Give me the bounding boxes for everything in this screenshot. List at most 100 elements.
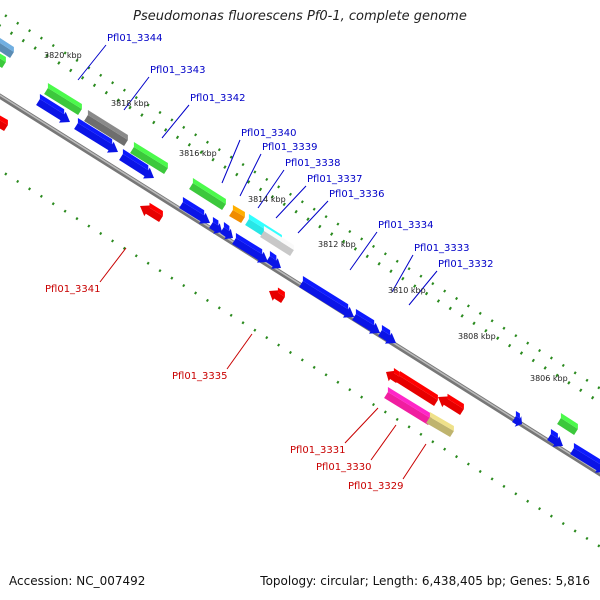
feature-pfl01-3334 xyxy=(299,276,354,318)
tick-row-plus-outer-tick xyxy=(182,125,186,129)
gene-label-pfl01-3342[interactable]: Pfl01_3342 xyxy=(190,93,246,104)
tick-row-plus-outer-tick xyxy=(443,289,447,293)
feature-pfl01-3342 xyxy=(84,110,128,146)
tick-row-plus-outer-tick xyxy=(395,259,399,263)
gene-label-pfl01-3335[interactable]: Pfl01_3335 xyxy=(172,371,228,382)
tick-row-minus-tick xyxy=(75,217,79,221)
tick-row-plus-inner-tick xyxy=(128,105,132,110)
leader-3330 xyxy=(370,424,397,461)
feature-blue-2 xyxy=(74,118,118,153)
tick-row-plus-outer-tick xyxy=(75,58,79,63)
tick-row-minus xyxy=(4,172,600,548)
leader-3343 xyxy=(123,76,150,111)
feature-blue-5 xyxy=(209,217,222,234)
feature-blue-2-body xyxy=(74,123,118,153)
length-label: Length: xyxy=(372,574,419,588)
feature-blue-4-body xyxy=(179,202,210,224)
gene-label-pfl01-3336[interactable]: Pfl01_3336 xyxy=(329,189,385,200)
feature-pfl01-3330-top xyxy=(387,387,432,419)
feature-pfl01-3334-top xyxy=(302,276,349,310)
tick-row-plus-inner-tick xyxy=(270,195,275,199)
tick-row-plus-outer xyxy=(4,14,600,390)
tick-row-minus-tick xyxy=(383,410,387,414)
feature-pfl01-3334-body xyxy=(299,281,354,318)
feature-blue-6 xyxy=(220,222,233,240)
tick-row-plus-inner-tick xyxy=(282,202,286,207)
tick-row-minus-tick xyxy=(514,492,518,496)
feature-pfl01-3331-top xyxy=(399,371,438,400)
feature-green-left-top xyxy=(0,53,6,62)
tick-row-plus-outer-tick xyxy=(122,88,126,92)
tick-row-minus-tick xyxy=(431,440,435,444)
gene-label-pfl01-3333[interactable]: Pfl01_3333 xyxy=(414,243,470,254)
gene-label-pfl01-3334[interactable]: Pfl01_3334 xyxy=(378,220,434,231)
tick-row-plus-inner-tick xyxy=(235,172,239,177)
gene-label-pfl01-3331[interactable]: Pfl01_3331 xyxy=(290,445,346,456)
tick-row-plus-inner-tick xyxy=(365,254,369,259)
tick-row-plus-outer-tick xyxy=(51,43,55,48)
tick-row-minus-tick xyxy=(158,269,162,273)
tick-row-minus-tick xyxy=(170,276,174,280)
tick-row-minus-tick xyxy=(99,231,103,236)
feature-blue-4-top xyxy=(182,197,205,216)
leader-3342 xyxy=(161,104,190,139)
tick-row-plus-inner-tick xyxy=(543,366,547,370)
tick-row-minus-tick xyxy=(336,380,340,384)
tick-row-plus-outer-tick xyxy=(478,311,482,315)
tick-row-plus-outer-tick xyxy=(158,110,162,115)
tick-row-minus-tick xyxy=(502,484,506,488)
map-title: Pseudomonas fluorescens Pf0-1, complete … xyxy=(133,9,467,24)
feature-blue-6-body xyxy=(220,227,233,240)
tick-row-plus-inner-tick xyxy=(57,61,61,65)
feature-pfl01-3344-body xyxy=(0,42,14,58)
feature-blue-10 xyxy=(547,429,563,447)
feature-blue-2-top xyxy=(77,118,113,145)
tick-row-plus-inner-tick xyxy=(223,165,227,169)
tick-row-plus-inner-tick xyxy=(496,336,500,340)
leader-3333 xyxy=(391,254,414,293)
feature-pfl01-3332-body xyxy=(378,330,396,344)
scale-label-3806: 3806 kbp xyxy=(530,374,568,383)
tick-row-plus-inner-tick xyxy=(258,187,263,192)
gene-label-pfl01-3340[interactable]: Pfl01_3340 xyxy=(241,128,297,139)
feature-green-c xyxy=(557,413,578,435)
feature-blue-5-body xyxy=(209,222,222,234)
tick-row-minus-tick xyxy=(16,179,20,184)
tick-row-plus-outer-tick xyxy=(312,207,316,211)
gene-label-pfl01-3338[interactable]: Pfl01_3338 xyxy=(285,158,341,169)
feature-green-c-top xyxy=(560,413,578,429)
feature-blue-10-body xyxy=(547,434,563,447)
accession-value: NC_007492 xyxy=(76,574,146,588)
tick-row-minus-tick xyxy=(490,477,494,481)
tick-row-minus-tick xyxy=(419,432,423,436)
gene-label-pfl01-3341[interactable]: Pfl01_3341 xyxy=(45,284,101,295)
feature-blue-11 xyxy=(570,443,600,473)
feature-pfl01-3333-top xyxy=(355,309,375,326)
tick-row-plus-outer-tick xyxy=(87,66,91,70)
feature-pfl01-3329-body xyxy=(426,417,454,437)
gene-label-pfl01-3344[interactable]: Pfl01_3344 xyxy=(107,33,163,44)
tick-row-minus-tick xyxy=(134,254,138,258)
tick-row-plus-outer-tick xyxy=(194,133,198,137)
tick-row-minus-tick xyxy=(585,536,589,541)
tick-row-plus-inner-tick xyxy=(377,261,381,266)
scale-ticks xyxy=(0,14,600,548)
gene-label-pfl01-3337[interactable]: Pfl01_3337 xyxy=(307,174,363,185)
feature-pfl01-3329-top xyxy=(429,412,454,431)
tick-row-minus-tick xyxy=(526,499,530,503)
gene-label-pfl01-3330[interactable]: Pfl01_3330 xyxy=(316,462,372,473)
gene-label-pfl01-3339[interactable]: Pfl01_3339 xyxy=(262,142,318,153)
tick-row-plus-outer-tick xyxy=(372,244,376,248)
scale-label-3808: 3808 kbp xyxy=(458,332,496,341)
gene-label-pfl01-3343[interactable]: Pfl01_3343 xyxy=(150,65,206,76)
feature-pfl01-3341-top xyxy=(149,202,163,216)
gene-label-pfl01-3329[interactable]: Pfl01_3329 xyxy=(348,481,404,492)
gene-label-pfl01-3332[interactable]: Pfl01_3332 xyxy=(438,259,494,270)
tick-row-plus-inner-tick xyxy=(80,76,85,80)
leader-3329 xyxy=(402,443,427,480)
feature-pfl01-3342-top xyxy=(87,110,128,140)
genes-label: Genes: xyxy=(509,574,552,588)
tick-row-plus-outer-tick xyxy=(490,319,494,323)
tick-row-minus-tick xyxy=(300,358,304,362)
